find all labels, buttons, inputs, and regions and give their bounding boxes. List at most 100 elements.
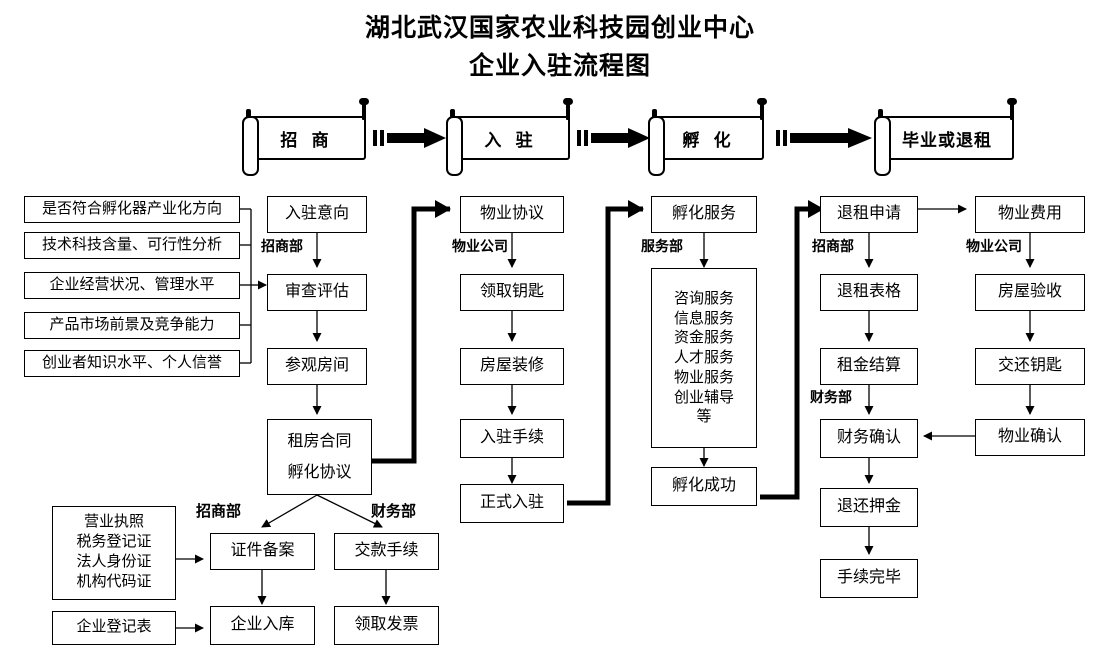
dept-label-recruit: 招商部 (261, 238, 303, 254)
scroll-spine-icon (446, 116, 463, 176)
step-label: 领取发票 (354, 616, 419, 634)
dept-label-service: 服务部 (641, 238, 683, 254)
step-label: 孵化服务 (671, 205, 736, 223)
step-incubation-success[interactable]: 孵化成功 (651, 467, 757, 506)
service-item: 等 (696, 409, 712, 426)
contract-line-2: 孵化协议 (287, 464, 352, 481)
service-item: 创业辅导 (673, 389, 734, 406)
step-renovation[interactable]: 房屋装修 (460, 348, 564, 385)
step-house-inspection[interactable]: 房屋验收 (975, 274, 1085, 311)
step-label: 财务确认 (836, 429, 901, 447)
step-contract[interactable]: 租房合同 孵化协议 (267, 419, 372, 495)
scroll-knob-left-icon (878, 109, 883, 118)
document-item: 税务登记证 (76, 534, 152, 551)
criteria-label: 企业经营状况、管理水平 (49, 276, 215, 293)
dept-label-property-company: 物业公司 (452, 238, 508, 254)
scroll-spine-icon (242, 116, 259, 176)
step-label: 入驻手续 (479, 429, 544, 447)
step-label: 企业登记表 (76, 619, 152, 636)
step-exit-form[interactable]: 退租表格 (820, 274, 918, 311)
criteria-label: 创业者知识水平、个人信誉 (41, 354, 222, 371)
step-movein-procedures[interactable]: 入驻手续 (460, 419, 564, 458)
service-item: 物业服务 (673, 369, 734, 386)
service-list-box[interactable]: 咨询服务 信息服务 资金服务 人才服务 物业服务 创业辅导 等 (651, 268, 757, 448)
step-document-filing[interactable]: 证件备案 (210, 533, 315, 570)
wire-contract-to-property-agreement (372, 200, 451, 464)
step-incubation-service[interactable]: 孵化服务 (651, 196, 757, 233)
step-label: 租金结算 (836, 357, 901, 375)
phase-banner-4[interactable]: 毕业或退租 (874, 98, 1017, 176)
service-item: 信息服务 (673, 310, 734, 327)
step-label: 退租表格 (836, 283, 901, 301)
criteria-label: 产品市场前景及竞争能力 (49, 316, 215, 333)
wire-movein-to-incubation (567, 200, 644, 506)
service-item: 资金服务 (673, 330, 734, 347)
phase-banner-2[interactable]: 入 驻 (446, 98, 573, 176)
step-payment-procedure[interactable]: 交款手续 (334, 533, 439, 570)
scroll-knob-left-icon (450, 109, 455, 118)
step-refund-deposit[interactable]: 退还押金 (820, 488, 918, 527)
phase-banner-3[interactable]: 孵 化 (648, 98, 767, 176)
step-return-keys[interactable]: 交还钥匙 (975, 348, 1085, 385)
scroll-knob-right-icon (760, 100, 764, 120)
step-procedure-complete[interactable]: 手续完毕 (820, 559, 918, 598)
step-label: 领取钥匙 (479, 283, 544, 301)
criteria-box-1[interactable]: 是否符合孵化器产业化方向 (24, 196, 240, 223)
step-label: 退租申请 (836, 205, 901, 223)
step-label: 证件备案 (230, 542, 295, 560)
registration-form-box[interactable]: 企业登记表 (52, 611, 176, 645)
phase-banner-label: 招 商 (280, 130, 334, 150)
dept-label-property-company-exit: 物业公司 (966, 238, 1022, 254)
step-formal-movein[interactable]: 正式入驻 (460, 484, 564, 523)
phase-banner-1[interactable]: 招 商 (242, 98, 369, 176)
step-label: 入驻意向 (284, 205, 349, 223)
dept-label-exit-recruit: 招商部 (812, 238, 854, 254)
step-property-agreement[interactable]: 物业协议 (460, 196, 564, 233)
scroll-knob-right-icon (1010, 100, 1014, 120)
criteria-box-5[interactable]: 创业者知识水平、个人信誉 (24, 350, 240, 377)
phase-banner-label: 孵 化 (682, 130, 736, 150)
step-label: 参观房间 (284, 357, 349, 375)
wire-contract-to-filing (261, 494, 318, 528)
step-review[interactable]: 审查评估 (267, 274, 367, 311)
step-get-invoice[interactable]: 领取发票 (334, 606, 439, 645)
scroll-knob-left-icon (246, 109, 251, 118)
criteria-label: 技术科技含量、可行性分析 (41, 236, 222, 253)
step-get-keys[interactable]: 领取钥匙 (460, 274, 564, 311)
step-finance-confirm[interactable]: 财务确认 (820, 419, 918, 458)
step-property-confirm[interactable]: 物业确认 (975, 419, 1085, 456)
step-visit-room[interactable]: 参观房间 (267, 348, 367, 385)
scroll-knob-right-icon (566, 100, 570, 120)
step-exit-application[interactable]: 退租申请 (820, 196, 918, 233)
step-label: 企业入库 (230, 616, 295, 634)
document-item: 营业执照 (83, 514, 144, 531)
step-rent-settlement[interactable]: 租金结算 (820, 348, 918, 385)
page-title-line2: 企业入驻流程图 (468, 53, 651, 80)
step-label: 交还钥匙 (997, 357, 1062, 375)
contract-line-1: 租房合同 (287, 432, 352, 450)
step-enterprise-library[interactable]: 企业入库 (210, 606, 315, 645)
page-title-line1: 湖北武汉国家农业科技园创业中心 (364, 15, 755, 42)
criteria-box-4[interactable]: 产品市场前景及竞争能力 (24, 312, 240, 339)
phase-banner-label: 毕业或退租 (902, 130, 992, 150)
documents-box[interactable]: 营业执照 税务登记证 法人身份证 机构代码证 (52, 506, 176, 600)
step-property-fee[interactable]: 物业费用 (975, 196, 1085, 233)
step-intent[interactable]: 入驻意向 (267, 196, 367, 233)
dept-label-bottom-recruit: 招商部 (196, 503, 242, 520)
service-item: 咨询服务 (673, 290, 734, 307)
phase-banner-label: 入 驻 (484, 130, 538, 150)
document-item: 法人身份证 (76, 554, 152, 570)
scroll-knob-right-cap-icon (1007, 98, 1017, 105)
criteria-box-3[interactable]: 企业经营状况、管理水平 (24, 272, 240, 299)
dept-label-finance: 财务部 (810, 389, 852, 405)
scroll-knob-right-cap-icon (359, 98, 369, 105)
step-label: 审查评估 (284, 283, 349, 301)
service-item: 人才服务 (673, 350, 734, 367)
step-label: 物业协议 (479, 205, 544, 223)
step-label: 手续完毕 (836, 569, 901, 587)
scroll-knob-right-cap-icon (563, 98, 573, 105)
document-item: 机构代码证 (76, 573, 152, 590)
scroll-spine-icon (874, 116, 891, 176)
scroll-spine-icon (648, 116, 665, 176)
criteria-box-2[interactable]: 技术科技含量、可行性分析 (24, 232, 240, 259)
